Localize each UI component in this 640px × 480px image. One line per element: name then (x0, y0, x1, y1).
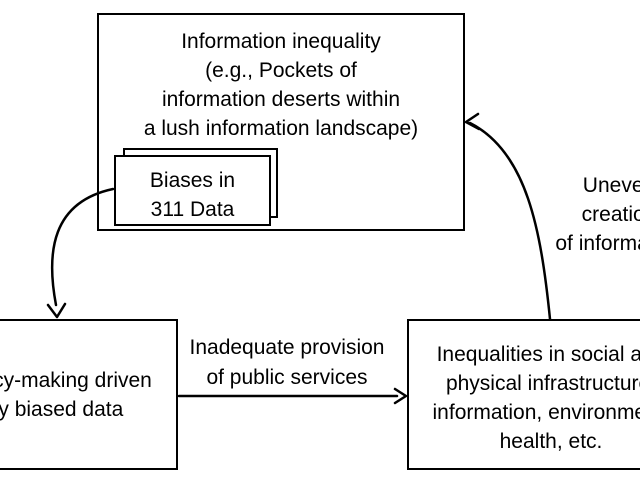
label-text-line: of public services (206, 366, 368, 389)
node-text-line: Information inequality (181, 30, 381, 53)
node-text-line: Inequalities in social and (436, 342, 640, 366)
node-text-line: information deserts within (161, 88, 401, 111)
label-text-line: Inadequate provision (189, 336, 385, 359)
node-inequalities: Inequalities in social and physical infr… (407, 319, 640, 470)
node-text-line: by biased data (0, 397, 124, 421)
node-text-line: Policy-making driven (0, 368, 152, 392)
node-text-line: physical infrastructure, (445, 371, 640, 395)
label-inadequate-provision: Inadequate provision of public services (170, 333, 404, 393)
label-text-line: Uneven creation (581, 174, 640, 226)
node-text-line: information, environment, (432, 400, 640, 424)
label-text-line: of information (555, 232, 640, 255)
arrow-inequalities-to-information (468, 121, 552, 321)
node-policy-making: Policy-making driven by biased data (0, 319, 178, 470)
node-biases-311-data: Biases in 311 Data (114, 155, 271, 226)
node-text-line: a lush information landscape) (143, 117, 419, 140)
node-text-line: (e.g., Pockets of (205, 59, 357, 82)
node-text-line: health, etc. (499, 429, 603, 453)
node-text-line: 311 Data (150, 198, 235, 221)
label-uneven-creation: Uneven creation of information (543, 171, 640, 258)
arrowhead-down-icon (46, 302, 67, 319)
arrowhead-left-icon (464, 112, 481, 131)
node-text-line: Biases in (149, 169, 236, 192)
